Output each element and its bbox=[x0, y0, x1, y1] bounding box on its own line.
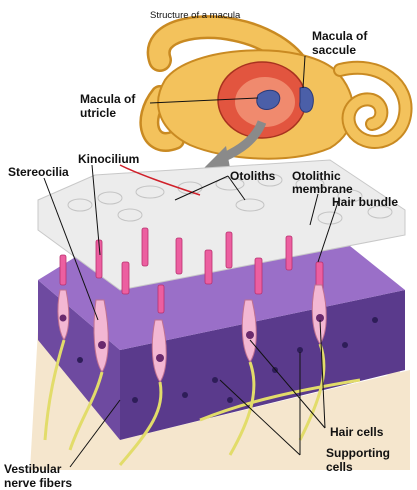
label-supporting-cells-line2: cells bbox=[326, 460, 353, 474]
label-stereocilia: Stereocilia bbox=[8, 165, 69, 179]
diagram-title: Structure of a macula bbox=[150, 10, 241, 21]
label-kinocilium: Kinocilium bbox=[78, 152, 139, 166]
label-supporting-cells-line1: Supporting bbox=[326, 446, 390, 460]
label-otolithic-membrane-line1: Otolithic bbox=[292, 169, 341, 183]
label-vestibular-nerve-line2: nerve fibers bbox=[4, 476, 72, 490]
label-hair-cells: Hair cells bbox=[330, 425, 384, 439]
label-vestibular-nerve-line1: Vestibular bbox=[4, 462, 62, 476]
label-macula-of-saccule-line1: Macula of bbox=[312, 29, 368, 43]
label-macula-of-utricle-line2: utricle bbox=[80, 106, 116, 120]
label-hair-bundle: Hair bundle bbox=[332, 195, 398, 209]
labyrinth-inset bbox=[149, 27, 405, 159]
label-otoliths: Otoliths bbox=[230, 169, 276, 183]
label-otolithic-membrane-line2: membrane bbox=[292, 182, 353, 196]
label-macula-of-saccule-line2: saccule bbox=[312, 43, 356, 57]
label-macula-of-utricle-line1: Macula of bbox=[80, 92, 136, 106]
